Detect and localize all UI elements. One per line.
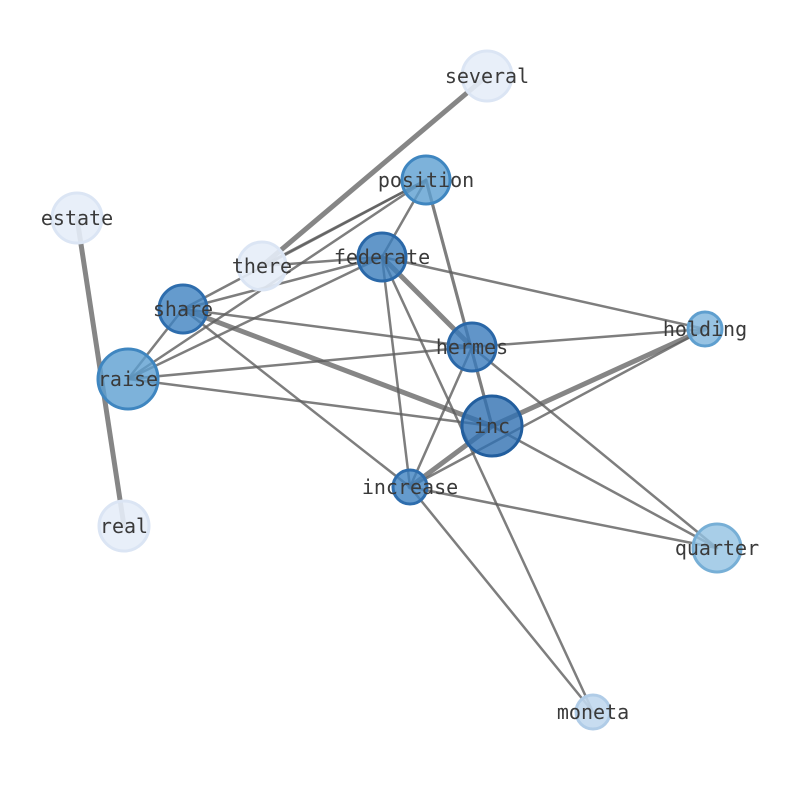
edge-federate-holding	[380, 255, 707, 331]
node-hermes[interactable]	[446, 321, 498, 373]
node-label-real: real	[100, 514, 148, 538]
edge-several-there	[259, 73, 490, 269]
node-quarter[interactable]	[691, 522, 743, 574]
node-label-share: share	[153, 297, 213, 321]
edge-inc-quarter	[490, 424, 719, 550]
node-label-raise: raise	[98, 367, 158, 391]
edge-position-share	[181, 178, 428, 311]
edge-increase-quarter	[408, 485, 719, 550]
node-inc[interactable]	[460, 394, 524, 458]
node-share[interactable]	[157, 283, 209, 335]
node-federate[interactable]	[356, 231, 408, 283]
node-label-increase: increase	[362, 475, 458, 499]
node-several[interactable]	[460, 49, 514, 103]
edge-increase-moneta	[408, 485, 595, 714]
edge-inc-holding	[489, 326, 708, 429]
edge-raise-inc	[126, 377, 494, 428]
node-label-quarter: quarter	[675, 536, 759, 560]
edge-hermes-quarter	[470, 345, 719, 550]
labels-layer: several position estate there federate share h…	[41, 64, 759, 724]
edge-hermes-holding	[470, 327, 707, 349]
node-estate[interactable]	[50, 191, 104, 245]
node-increase[interactable]	[391, 468, 429, 506]
node-label-holding: holding	[663, 317, 747, 341]
node-label-estate: estate	[41, 206, 113, 230]
edge-federate-moneta	[380, 255, 595, 714]
node-label-inc: inc	[474, 414, 510, 438]
edge-share-hermes	[181, 307, 474, 349]
edge-increase-holding	[408, 327, 707, 489]
node-position[interactable]	[400, 154, 452, 206]
edge-raise-hermes	[126, 345, 474, 381]
node-label-moneta: moneta	[557, 700, 629, 724]
node-label-several: several	[445, 64, 529, 88]
edge-federate-share	[181, 255, 384, 311]
node-label-there: there	[232, 254, 292, 278]
node-there[interactable]	[236, 240, 288, 292]
node-holding[interactable]	[686, 310, 724, 348]
edge-federate-increase	[380, 255, 412, 489]
node-label-position: position	[378, 168, 474, 192]
edge-hermes-increase	[408, 345, 474, 489]
node-raise[interactable]	[96, 347, 160, 411]
edge-share-inc	[180, 306, 495, 429]
node-label-hermes: hermes	[436, 335, 508, 359]
node-moneta[interactable]	[574, 693, 612, 731]
nodes-layer	[50, 49, 743, 731]
edge-share-increase	[181, 307, 412, 489]
node-real[interactable]	[97, 499, 151, 553]
edge-position-inc	[424, 178, 494, 428]
node-label-federate: federate	[334, 245, 430, 269]
